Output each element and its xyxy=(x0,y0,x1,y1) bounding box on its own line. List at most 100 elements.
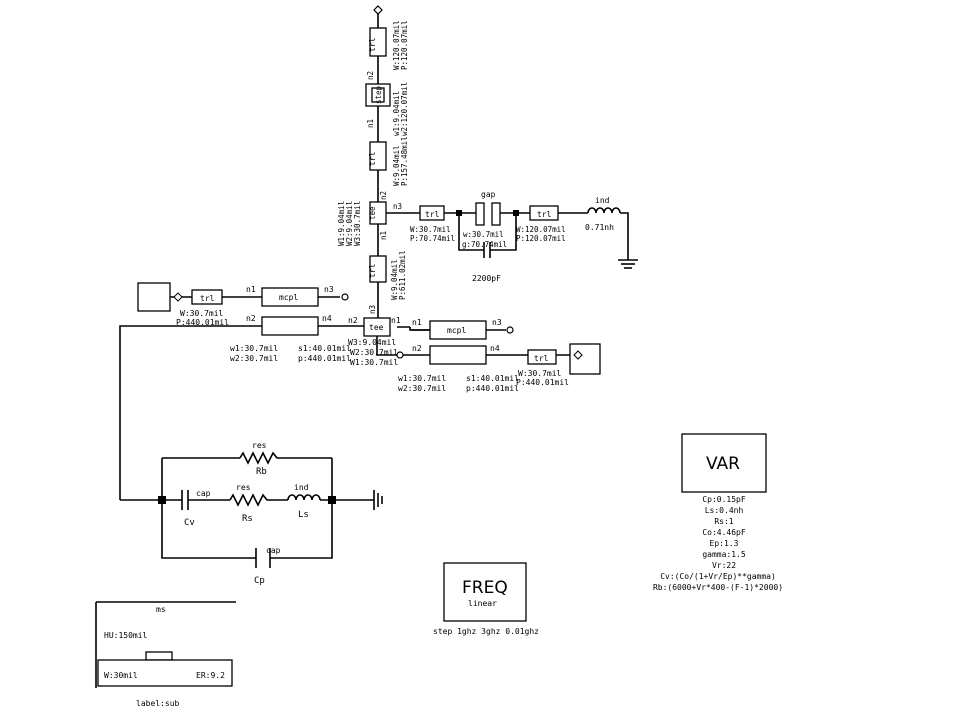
gap-element-left[interactable] xyxy=(475,202,485,226)
left-open-end-icon xyxy=(341,293,349,301)
step-n1: n1 xyxy=(366,119,375,128)
left-mcpl-bottom[interactable] xyxy=(261,316,319,336)
rlc-network: res Rb cap Cv res Rs ind Ls cap Cp xyxy=(120,441,383,586)
trl-mid-p: P:157.48mil xyxy=(400,136,409,186)
substrate-ms: ms xyxy=(156,605,166,614)
right-trl-w: W:30.7mil xyxy=(518,369,562,378)
gap-trl-1-label: trl xyxy=(425,210,440,219)
trl-top-p: P:120.07mil xyxy=(400,20,409,70)
left-w1: w1:30.7mil xyxy=(230,344,278,353)
right-branch: n1 mcpl n3 n2 n4 w1:30.7mil w2:30.7mil s… xyxy=(396,318,601,393)
tee-top-w1: W1:9.04mil xyxy=(337,201,346,246)
res-rb-name: Rb xyxy=(256,467,267,477)
trl-mid-label: trl xyxy=(368,151,377,166)
gap-element-right[interactable] xyxy=(491,202,501,226)
left-n3: n3 xyxy=(324,285,334,294)
right-n4: n4 xyxy=(490,344,500,353)
left-port-box[interactable] xyxy=(137,282,171,312)
substrate-hu: HU:150mil xyxy=(104,631,148,640)
tee-center-w2: W2:30.7mil xyxy=(350,348,398,357)
tee-top-w3: W3:30.7mil xyxy=(353,201,362,246)
substrate-block: ms HU:150mil W:30mil ER:9.2 label:sub xyxy=(95,601,236,708)
port-arrow-icon xyxy=(373,5,383,15)
left-trl-label: trl xyxy=(200,294,215,303)
substrate-w: W:30mil xyxy=(104,671,138,680)
var-line-1: Ls:0.4nh xyxy=(705,506,744,515)
right-trl[interactable] xyxy=(527,349,557,365)
junction-left xyxy=(158,496,166,504)
trl-low-label: trl xyxy=(368,263,377,278)
left-mcpl-label: mcpl xyxy=(279,293,298,302)
left-n1: n1 xyxy=(246,285,256,294)
ground-side-icon xyxy=(373,490,383,510)
right-w1: w1:30.7mil xyxy=(398,374,446,383)
right-w2: w2:30.7mil xyxy=(398,384,446,393)
trl-top[interactable] xyxy=(369,27,387,57)
res-rb-label: res xyxy=(252,441,267,450)
tee-top-label: tee xyxy=(368,206,377,220)
tee-center-n2: n2 xyxy=(348,316,358,325)
freq-box[interactable] xyxy=(443,562,527,622)
tee-center-w1: W1:30.7mil xyxy=(350,358,398,367)
right-port-arrow-icon xyxy=(573,350,583,360)
tee-center: n3 tee n2 n1 W3:9.04mil W2:30.7mil W1:30… xyxy=(348,305,430,367)
substrate-er: ER:9.2 xyxy=(196,671,225,680)
right-mcpl-top[interactable] xyxy=(429,320,487,340)
trl-mid[interactable] xyxy=(369,141,387,171)
trl-top-w: W:120.07mil xyxy=(392,20,401,70)
right-trl-label: trl xyxy=(534,354,549,363)
right-trl-p: P:440.01mil xyxy=(516,378,569,387)
left-n2: n2 xyxy=(246,314,256,323)
ind-071-value: 0.71nh xyxy=(585,223,614,232)
left-trl-w: W:30.7mil xyxy=(180,309,224,318)
right-port-box[interactable] xyxy=(569,343,601,375)
step-inner xyxy=(371,87,385,103)
right-n1: n1 xyxy=(412,318,422,327)
tee-center-w3: W3:9.04mil xyxy=(348,338,396,347)
ind-ls-label: ind xyxy=(294,483,309,492)
left-n4: n4 xyxy=(322,314,332,323)
right-p: p:440.01mil xyxy=(466,384,519,393)
res-rs-zigzag[interactable] xyxy=(229,493,270,507)
step-n2: n2 xyxy=(366,71,375,80)
inductor-071-coil[interactable] xyxy=(587,207,621,214)
substrate-box[interactable] xyxy=(97,659,233,687)
left-s1: s1:40.01mil xyxy=(298,344,351,353)
freq-block: FREQ linear step 1ghz 3ghz 0.01ghz xyxy=(433,562,539,636)
gap-trl-2-w: W:120.07mil xyxy=(516,225,566,234)
gap-trl-1-w: W:30.7mil xyxy=(410,225,451,234)
var-box[interactable] xyxy=(681,433,767,493)
var-line-4: Ep:1.3 xyxy=(710,539,739,548)
var-title: VAR xyxy=(706,454,740,474)
right-n3: n3 xyxy=(492,318,502,327)
left-port-arrow-icon xyxy=(173,292,183,302)
right-mcpl-label: mcpl xyxy=(447,326,466,335)
gap-trl-1-p: P:70.74mil xyxy=(410,234,455,243)
right-open-end-icon xyxy=(506,326,514,334)
ind-071-label: ind xyxy=(595,196,610,205)
gap-branch: trl gap W:30.7mil P:70.74mil w:30.7mil g… xyxy=(386,190,638,283)
res-rs-label: res xyxy=(236,483,251,492)
left-mcpl-top[interactable] xyxy=(261,287,319,307)
gap-trl-2-label: trl xyxy=(537,210,552,219)
substrate-label: label:sub xyxy=(136,699,180,708)
left-trl-p: P:440.01mil xyxy=(176,318,229,327)
left-trl[interactable] xyxy=(191,289,223,305)
var-line-3: Co:4.46pF xyxy=(702,528,746,537)
gap-trl-2[interactable] xyxy=(529,205,559,221)
ind-ls-coil[interactable] xyxy=(287,494,321,501)
freq-sweep: step 1ghz 3ghz 0.01ghz xyxy=(433,627,539,636)
gap-trl-2-p: P:120.07mil xyxy=(516,234,566,243)
trl-low[interactable] xyxy=(369,255,387,283)
var-line-8: Rb:(6000+Vr*400-(F-1)*2000) xyxy=(653,583,783,592)
right-mcpl-bottom[interactable] xyxy=(429,345,487,365)
trl-low-p: P:611.02mil xyxy=(398,250,407,300)
ind-ls-name: Ls xyxy=(298,510,309,520)
gap-trl-1[interactable] xyxy=(419,205,445,221)
gap-label: gap xyxy=(481,190,496,199)
res-rb-zigzag[interactable] xyxy=(239,451,280,465)
junction-right xyxy=(328,496,336,504)
var-line-5: gamma:1.5 xyxy=(702,550,746,559)
tee-center-n3: n3 xyxy=(368,305,377,314)
gap-node-left xyxy=(456,210,462,216)
